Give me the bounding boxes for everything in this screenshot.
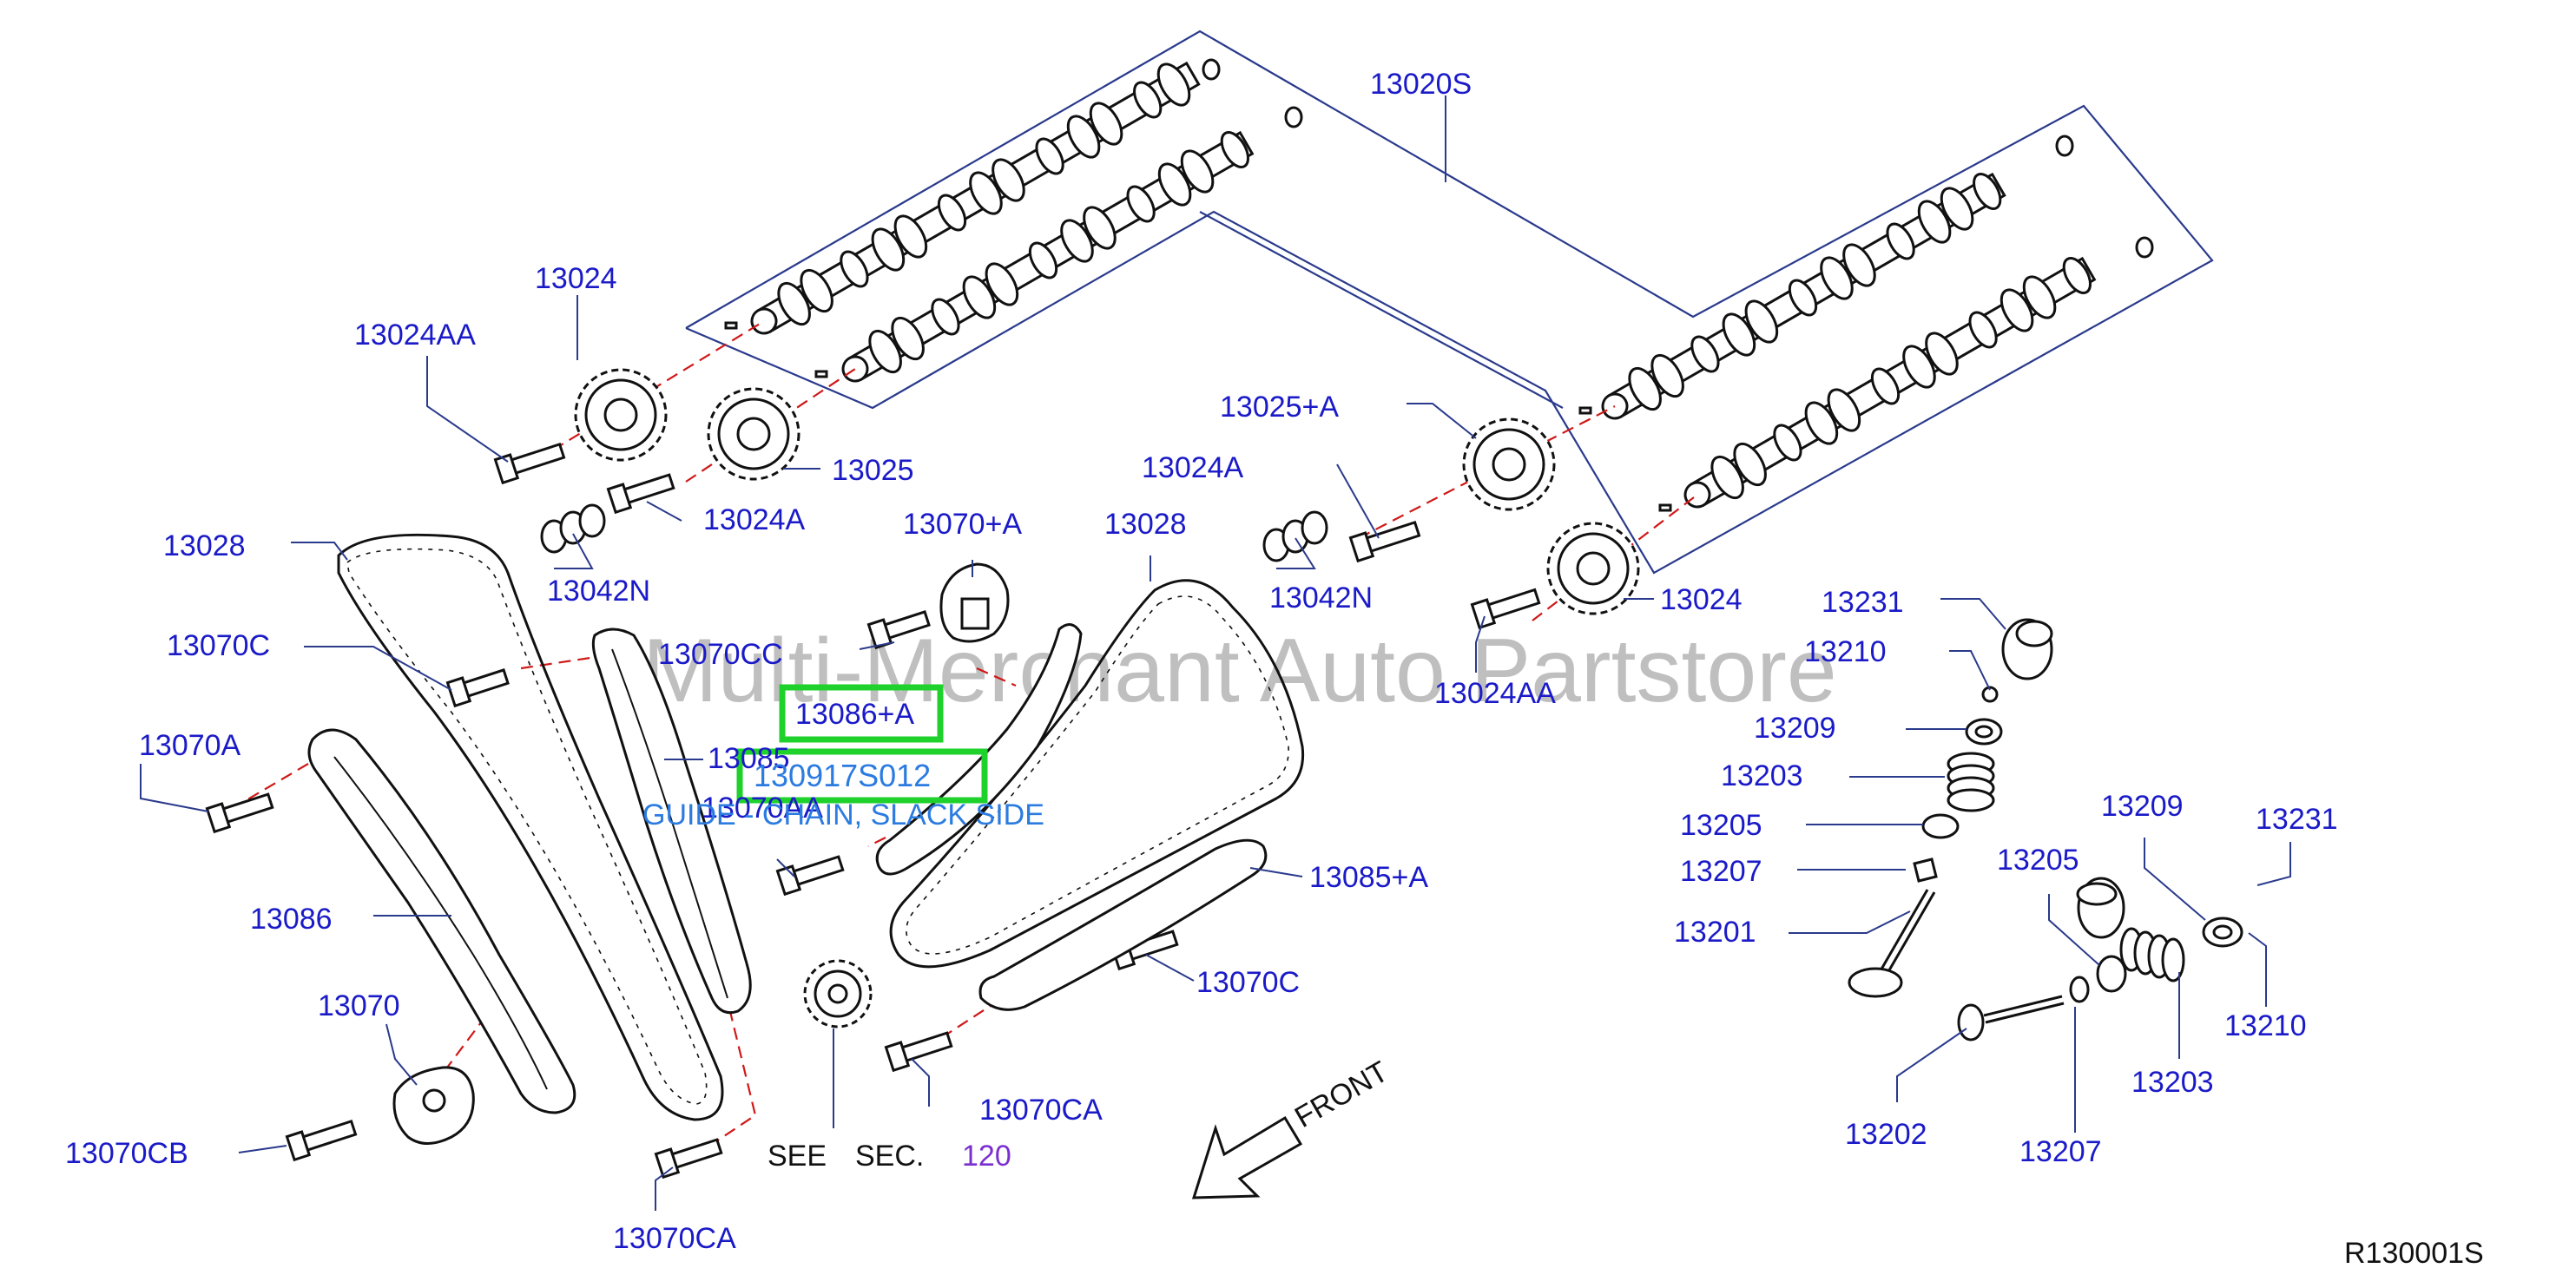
- label-13210-right[interactable]: 13210: [2224, 1009, 2307, 1042]
- highlight-box-13086-plus-a: [779, 684, 944, 743]
- label-13024a-right[interactable]: 13024A: [1142, 451, 1244, 484]
- label-13231-top[interactable]: 13231: [1822, 586, 1904, 619]
- tensioner-13070: [392, 1066, 475, 1145]
- label-13201[interactable]: 13201: [1674, 916, 1756, 949]
- sprocket-13024-right: [1546, 522, 1640, 615]
- sprocket-13025-plus-a: [1462, 417, 1556, 511]
- camshaft-left-pair: [724, 58, 1303, 383]
- label-13085-plus-a[interactable]: 13085+A: [1309, 861, 1428, 894]
- label-13028-left[interactable]: 13028: [163, 529, 246, 562]
- label-13025-plus-a[interactable]: 13025+A: [1220, 391, 1339, 424]
- timing-chain-left: [337, 533, 724, 1121]
- label-13070cc[interactable]: 13070CC: [658, 638, 783, 671]
- bolts: [205, 442, 1541, 1180]
- see-label: SEE: [768, 1140, 827, 1173]
- label-130917s012-highlighted[interactable]: 130917S012: [754, 758, 931, 793]
- highlight-box-130917s012: [736, 748, 988, 804]
- sprocket-13025: [707, 387, 800, 481]
- label-13024-right[interactable]: 13024: [1660, 583, 1743, 616]
- sec-number-link[interactable]: 120: [962, 1140, 1011, 1173]
- sec-label: SEC.: [855, 1140, 924, 1173]
- label-13203-left[interactable]: 13203: [1721, 759, 1803, 792]
- part-labels: 13020S 13024 13024AA 13025 13024A 13042N…: [65, 68, 2338, 1255]
- guide-13085-plus-a: [978, 838, 1268, 1011]
- front-arrow: FRONT: [1191, 1055, 1393, 1199]
- guide-caption: GUIDE - CHAIN, SLACK SIDE: [642, 798, 1044, 831]
- label-13202[interactable]: 13202: [1845, 1118, 1927, 1151]
- label-13028-right[interactable]: 13028: [1104, 508, 1187, 541]
- crank-sprocket: [803, 959, 873, 1028]
- label-13024-top[interactable]: 13024: [535, 262, 617, 295]
- see-section-reference: SEE SEC. 120: [768, 1140, 1011, 1173]
- label-13209-left[interactable]: 13209: [1754, 712, 1836, 745]
- label-13070aa[interactable]: 13070AA: [702, 792, 823, 825]
- label-13024a-left[interactable]: 13024A: [703, 503, 806, 536]
- label-13070ca-mid[interactable]: 13070CA: [979, 1094, 1103, 1127]
- guide-13086-plus-a: [875, 623, 1083, 876]
- valve-train: [1848, 618, 2243, 1042]
- label-13203-right[interactable]: 13203: [2131, 1066, 2214, 1099]
- guide-13086: [307, 728, 576, 1114]
- sprocket-13024-top: [574, 368, 668, 462]
- label-13070c-right[interactable]: 13070C: [1196, 966, 1300, 999]
- label-13025[interactable]: 13025: [832, 454, 914, 487]
- label-13086[interactable]: 13086: [250, 903, 333, 936]
- guide-13085: [591, 628, 752, 1015]
- label-13070[interactable]: 13070: [318, 989, 400, 1022]
- label-13042n-right[interactable]: 13042N: [1269, 582, 1373, 614]
- label-13070a[interactable]: 13070A: [139, 729, 241, 762]
- label-13210-top[interactable]: 13210: [1804, 635, 1887, 668]
- label-13070ca-bottom[interactable]: 13070CA: [613, 1222, 736, 1255]
- label-13085[interactable]: 13085: [708, 742, 790, 775]
- label-13070c-left[interactable]: 13070C: [167, 629, 270, 662]
- camshaft-right-pair: [1578, 135, 2154, 512]
- watermark: Multi-Merchant Auto Partstore: [642, 621, 1837, 721]
- label-13070cb[interactable]: 13070CB: [65, 1137, 188, 1170]
- label-13207-right[interactable]: 13207: [2019, 1135, 2102, 1168]
- label-13020s[interactable]: 13020S: [1370, 68, 1472, 101]
- label-13231-right[interactable]: 13231: [2256, 803, 2338, 836]
- tensioner-13070-plus-a: [939, 562, 1010, 643]
- figure-id: R130001S: [2344, 1237, 2484, 1270]
- label-13042n-left[interactable]: 13042N: [547, 575, 650, 608]
- label-13024aa-right[interactable]: 13024AA: [1434, 677, 1556, 710]
- front-label: FRONT: [1289, 1055, 1393, 1134]
- label-13205-left[interactable]: 13205: [1680, 809, 1762, 842]
- label-13207-left[interactable]: 13207: [1680, 855, 1762, 888]
- label-13070-plus-a[interactable]: 13070+A: [903, 508, 1022, 541]
- label-13024aa-top[interactable]: 13024AA: [354, 319, 476, 352]
- leader-lines: [140, 95, 2291, 1211]
- label-13205-right[interactable]: 13205: [1997, 844, 2079, 877]
- label-13086-plus-a-highlighted[interactable]: 13086+A: [795, 698, 914, 731]
- label-13209-right[interactable]: 13209: [2101, 790, 2184, 823]
- o-rings: [540, 503, 1328, 562]
